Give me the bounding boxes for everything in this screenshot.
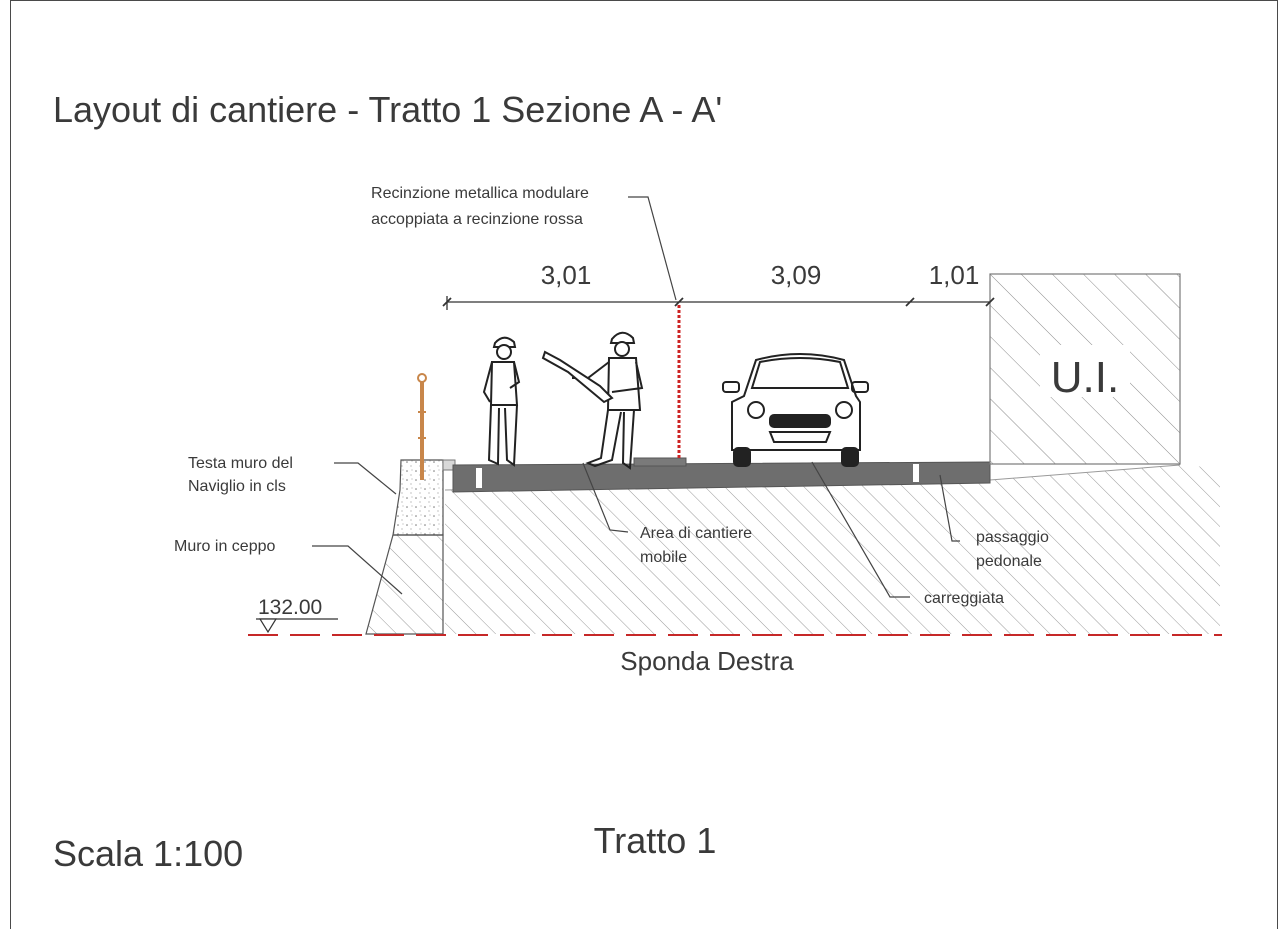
wall-head-label-line2: Naviglio in cls	[188, 478, 286, 495]
building-ui: U.I.	[989, 273, 1181, 465]
lane-mark-right	[913, 464, 919, 482]
wall-label: Muro in ceppo	[174, 538, 275, 555]
pedestrian-label-line1: passaggio	[976, 529, 1049, 546]
dim-site-width: 3,01	[541, 260, 592, 290]
leader-lines	[312, 196, 960, 598]
bank-label: Sponda Destra	[620, 646, 794, 676]
page-title: Layout di cantiere - Tratto 1 Sezione A …	[53, 89, 722, 130]
bollard	[417, 373, 427, 480]
car-front-view	[722, 353, 869, 467]
stone-wall	[365, 534, 444, 635]
worker-figure-right	[541, 331, 644, 470]
roadway-label: carreggiata	[924, 590, 1004, 607]
building-label: U.I.	[1051, 353, 1119, 402]
pedestrian-label-line2: pedonale	[976, 553, 1042, 570]
water-level-line: 132.00	[248, 596, 1222, 636]
dim-road-width: 3,09	[771, 260, 822, 290]
fence-label-line2: accoppiata a recinzione rossa	[371, 211, 583, 228]
worker-figure-left	[482, 336, 521, 467]
fence-label-line1: Recinzione metallica modulare	[371, 185, 589, 202]
section-label: Tratto 1	[594, 820, 717, 861]
concrete-wall-head	[392, 459, 456, 536]
fence-base	[633, 457, 687, 467]
dim-walk-width: 1,01	[929, 260, 980, 290]
elevation-label: 132.00	[258, 596, 322, 619]
wall-head-label-line1: Testa muro del	[188, 455, 293, 472]
lane-mark-left	[476, 468, 482, 488]
site-area-label-line2: mobile	[640, 549, 687, 566]
dimension-line: 3,01 3,09 1,01	[442, 260, 995, 310]
site-area-label-line1: Area di cantiere	[640, 525, 752, 542]
scale-label: Scala 1:100	[53, 833, 243, 874]
road-surface	[452, 457, 991, 493]
